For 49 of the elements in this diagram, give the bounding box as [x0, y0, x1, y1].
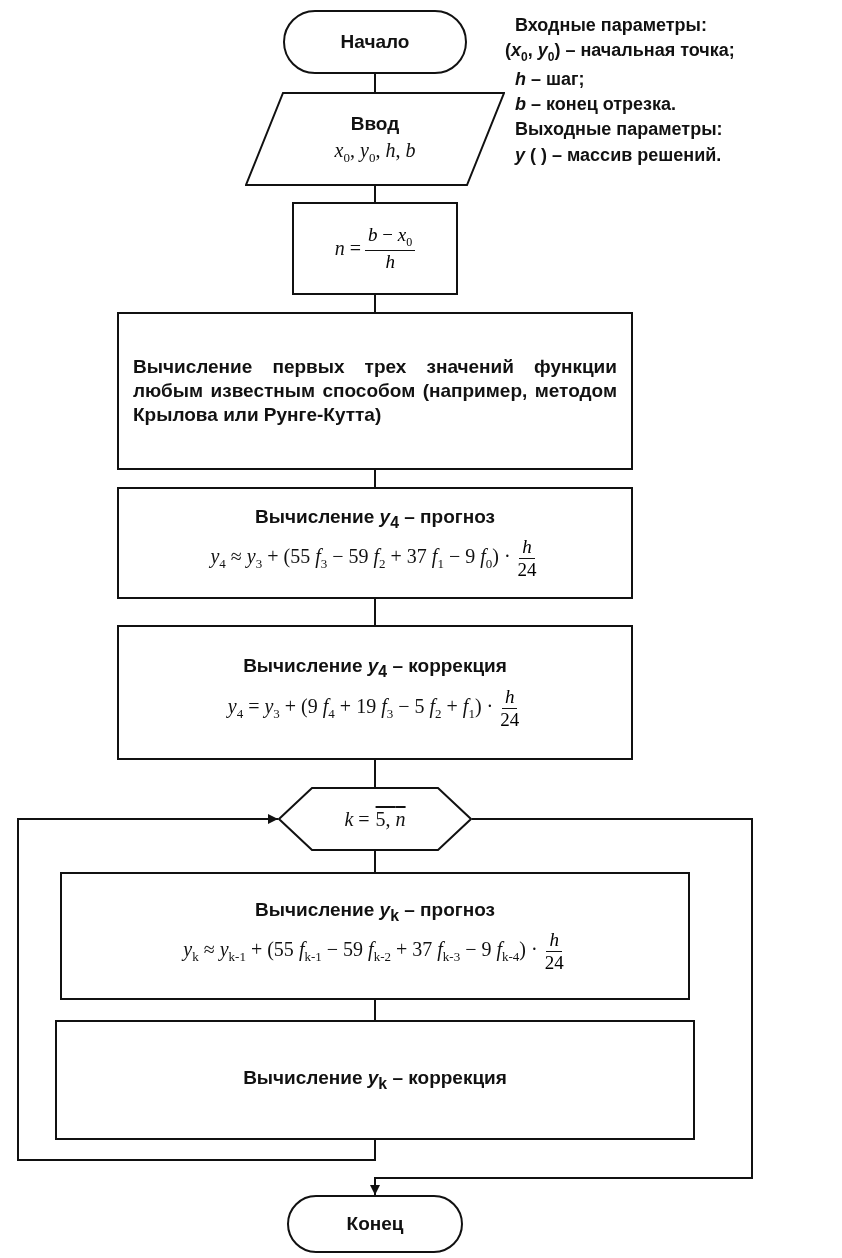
formula: y$_{k}$ ≈ y$_{k-1}$ + (55 f$_{k-1}$ − 59 f$_{k-2}$ + 37 f$_{k-3}$ − 9 f$_{k-4}$) · — [183, 938, 538, 966]
step-title: Вычисление y$_{k}$ – прогноз — [255, 897, 495, 926]
step-title: Вычисление y$_{4}$ – коррекция — [243, 654, 507, 682]
fraction-denominator: 24 — [543, 952, 565, 975]
terminal-box — [287, 1195, 463, 1253]
formula: k = — [344, 807, 370, 831]
step-title: Ввод — [350, 111, 400, 136]
process-box — [60, 872, 690, 1000]
formula: y$_{4}$ = y$_{3}$ + (9 f$_{4}$ + 19 f$_{3}$ − 5 f$_{2}$ + f$_{1}$) · — [227, 694, 494, 722]
loop-hexagon — [278, 787, 472, 851]
step-title: Вычисление y$_{4}$ – прогноз — [255, 504, 495, 533]
parameter-note: h – шаг; — [514, 67, 586, 91]
fraction-numerator: h — [546, 929, 562, 953]
parameter-note: Входные параметры: — [514, 14, 708, 37]
step-title: Вычисление первых трех значений функции любым известным способом (например, методом Крылова или Рунге-Кутта) — [133, 355, 617, 427]
connector-line — [374, 759, 376, 788]
formula: n = — [334, 237, 362, 260]
step-title: Начало — [340, 30, 410, 54]
parameter-note: (x$_{0}$, y$_{0}$) – начальная точка; — [505, 39, 736, 66]
process-box — [117, 625, 633, 760]
terminal-box — [283, 10, 467, 74]
connector-line — [374, 469, 376, 488]
parameter-note: y ( ) – массив решений. — [513, 143, 723, 167]
fraction-numerator: h — [501, 685, 518, 709]
input-parallelogram — [245, 92, 505, 186]
formula: 5, n — [375, 807, 406, 831]
fraction-denominator: 24 — [516, 559, 538, 582]
connector-line — [374, 73, 376, 93]
connector-line — [17, 814, 376, 1161]
process-box — [117, 487, 633, 599]
fraction-denominator: h — [384, 250, 396, 273]
connector-line — [374, 294, 376, 313]
connector-line — [374, 850, 376, 873]
parameter-note: Выходные параметры: — [514, 118, 724, 142]
connector-line — [374, 185, 376, 203]
process-box — [55, 1020, 695, 1140]
formula: y$_{4}$ ≈ y$_{3}$ + (55 f$_{3}$ − 59 f$_{2}$ + 37 f$_{1}$ − 9 f$_{0}$) · — [210, 545, 511, 573]
step-title: Вычисление y$_{k}$ – коррекция — [243, 1066, 507, 1094]
fraction-numerator: h — [519, 536, 535, 560]
process-box — [292, 202, 458, 295]
connector-line — [374, 999, 376, 1021]
step-title: Конец — [346, 1212, 404, 1236]
connector-line — [370, 818, 753, 1196]
parameter-note: b – конец отрезка. — [514, 92, 678, 116]
formula: x$_{0}$, y$_{0}$, h, b — [334, 139, 416, 167]
fraction-numerator: b − x$_{0}$ — [365, 224, 416, 251]
fraction-denominator: 24 — [499, 708, 521, 731]
connector-line — [374, 598, 376, 626]
process-box — [117, 312, 633, 470]
